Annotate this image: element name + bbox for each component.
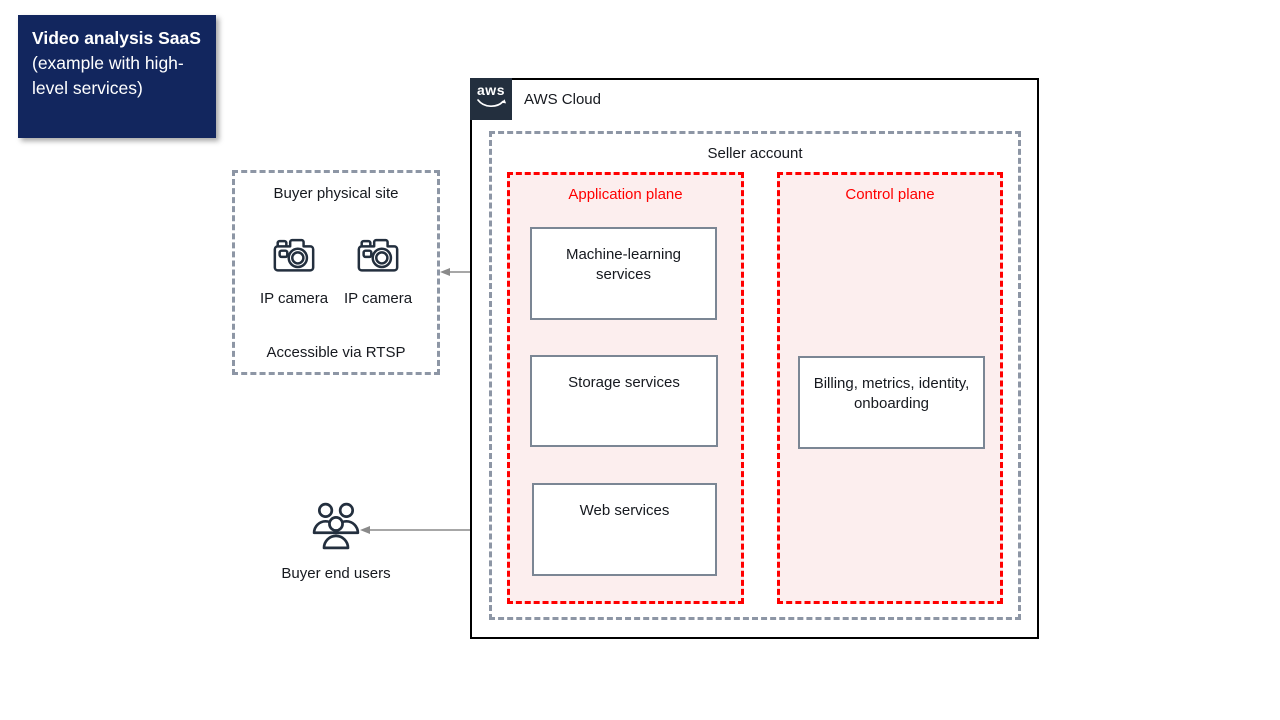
- buyer-end-users-group: Buyer end users: [250, 501, 422, 582]
- camera-2-label: IP camera: [343, 290, 413, 307]
- camera-icon: [357, 238, 399, 272]
- seller-account-group: Seller account: [489, 131, 1021, 620]
- title-rest-text: (example with high-level services): [32, 53, 184, 98]
- buyer-site-footer: Accessible via RTSP: [266, 344, 406, 361]
- buyer-physical-site-group: Buyer physical site IP camera: [232, 170, 440, 375]
- buyer-site-label: Buyer physical site: [273, 185, 399, 202]
- users-icon: [312, 502, 360, 550]
- node-machine-learning-services: Machine-learning services: [530, 227, 717, 320]
- application-plane-label: Application plane: [568, 186, 683, 203]
- node-billing-metrics-identity-onboarding: Billing, metrics, identity, onboarding: [798, 356, 985, 449]
- seller-account-label: Seller account: [707, 145, 803, 162]
- control-plane-label: Control plane: [845, 186, 935, 203]
- buyer-users-label: Buyer end users: [281, 565, 391, 582]
- ip-camera-1: IP camera: [252, 233, 336, 307]
- node-storage-services: Storage services: [530, 355, 718, 447]
- camera-icon: [273, 238, 315, 272]
- title-bold-text: Video analysis SaaS: [32, 28, 201, 48]
- aws-cloud-label: AWS Cloud: [524, 91, 601, 108]
- aws-logo-icon: aws: [470, 78, 512, 120]
- camera-row: IP camera IP camera: [235, 233, 437, 307]
- node-web-services: Web services: [532, 483, 717, 576]
- camera-1-label: IP camera: [259, 290, 329, 307]
- aws-logo-text: aws: [477, 82, 505, 98]
- diagram-title-card: Video analysis SaaS (example with high-l…: [18, 15, 216, 138]
- aws-smile-icon: [477, 99, 507, 108]
- ip-camera-2: IP camera: [336, 233, 420, 307]
